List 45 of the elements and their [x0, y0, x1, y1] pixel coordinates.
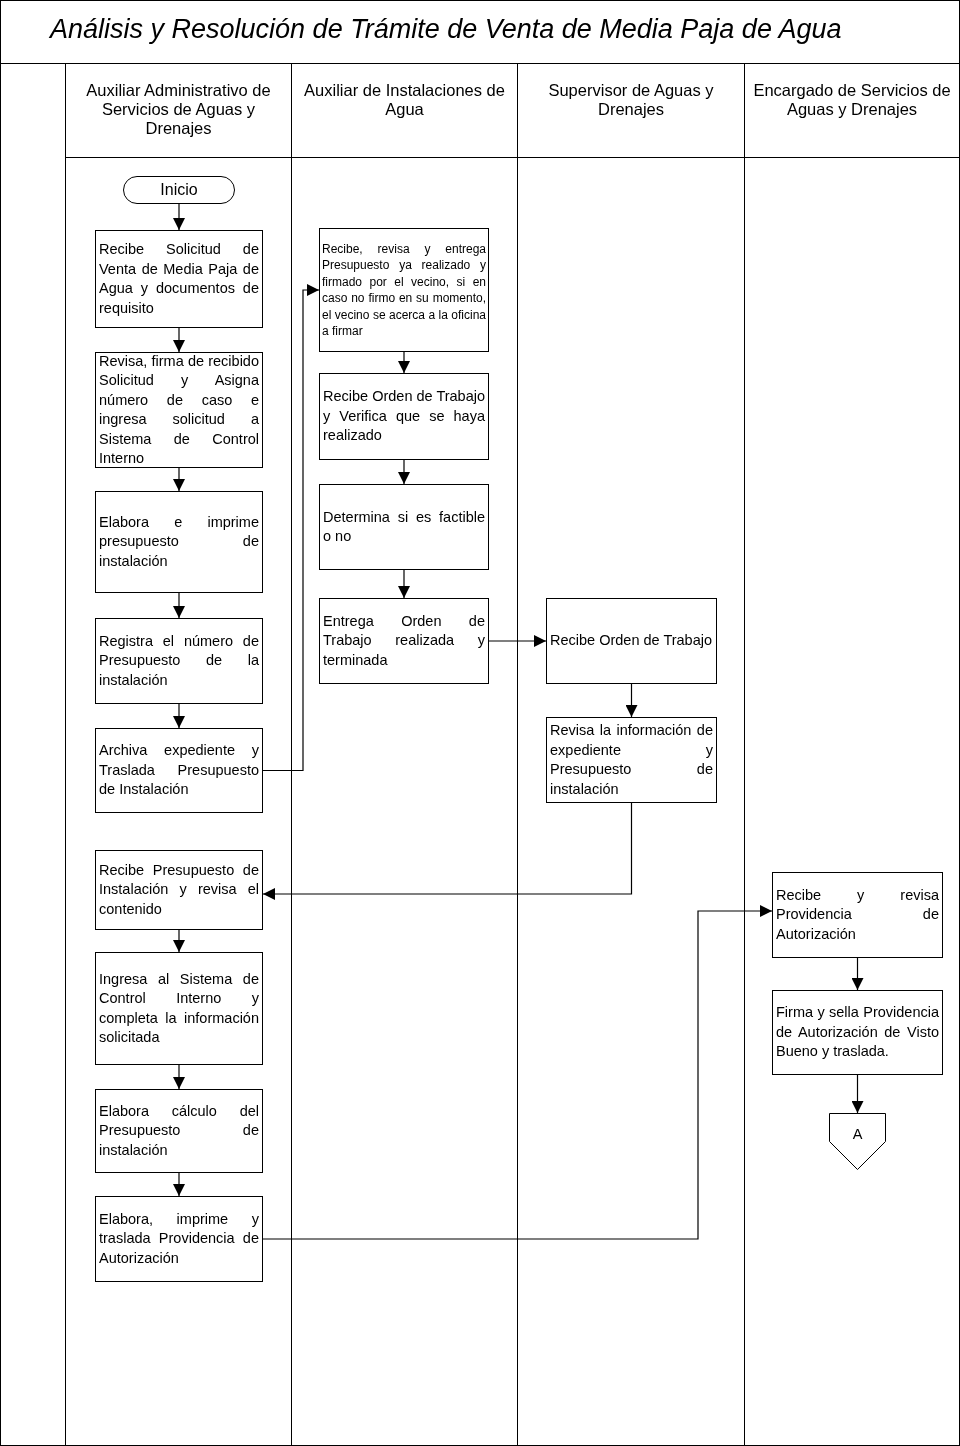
arrow: [173, 929, 185, 953]
process-box: Elabora cálculo del Presupuesto de instalación: [95, 1089, 263, 1173]
arrow: [173, 1172, 185, 1197]
arrow: [851, 1074, 864, 1114]
lane-header: Auxiliar Administrativo de Servicios de Aguas y Drenajes: [85, 80, 272, 138]
process-box: Determina si es factible o no: [319, 484, 489, 570]
arrow: [398, 569, 410, 599]
process-box: Entrega Orden de Trabajo realizada y terminada: [319, 598, 489, 684]
process-box: Revisa la información de expediente y Presupuesto de instalación: [546, 717, 717, 803]
process-box: Archiva expediente y Traslada Presupuesto de Instalación: [95, 728, 263, 813]
arrow: [851, 957, 864, 991]
terminator: Inicio: [123, 176, 235, 204]
arrow: [173, 467, 185, 492]
arrow: [173, 327, 185, 353]
process-box: Ingresa al Sistema de Control Interno y completa la información solicitada: [95, 952, 263, 1065]
off-page-connector: A: [829, 1113, 886, 1170]
process-box: Registra el número de Presupuesto de la instalación: [95, 618, 263, 704]
title: Análisis y Resolución de Trámite de Venta de Media Paja de Agua: [50, 14, 842, 45]
arrow: [398, 351, 410, 374]
arrow: [262, 284, 320, 772]
arrow: [398, 459, 410, 485]
lane-header: Auxiliar de Instalaciones de Agua: [303, 80, 506, 119]
process-box: Recibe Orden de Trabajo y Verifica que se haya realizado: [319, 373, 489, 460]
process-box: Recibe y revisa Providencia de Autorización: [772, 872, 943, 958]
process-box: Elabora, imprime y traslada Providencia de Autorización: [95, 1196, 263, 1282]
lane-header: Supervisor de Aguas y Drenajes: [547, 80, 715, 119]
arrow: [625, 683, 638, 718]
process-box: Revisa, firma de recibido Solicitud y Asigna número de caso e ingresa solicitud a Sistema de Control Interno: [95, 352, 263, 468]
swimlane: [518, 64, 745, 1446]
process-box: Recibe Solicitud de Venta de Media Paja de Agua y documentos de requisito: [95, 230, 263, 328]
arrow: [173, 703, 185, 729]
process-box: Recibe, revisa y entrega Presupuesto ya realizado y firmado por el vecino, si en caso no firmo en su momento, el vecino se acerca a la oficina a firmar: [319, 228, 489, 352]
process-box: Recibe Presupuesto de Instalación y revisa el contenido: [95, 850, 263, 930]
process-box: Recibe Orden de Trabajo: [546, 598, 717, 684]
arrow: [173, 1064, 185, 1090]
process-box: Firma y sella Providencia de Autorización de Visto Bueno y traslada.: [772, 990, 943, 1075]
swimlane: [292, 64, 518, 1446]
arrow: [262, 802, 633, 900]
swimlane: [66, 64, 292, 1446]
process-box: Elabora e imprime presupuesto de instalación: [95, 491, 263, 593]
arrow: [173, 592, 185, 619]
arrow: [262, 905, 773, 1240]
arrow: [488, 635, 547, 647]
lane-header: Encargado de Servicios de Aguas y Drenajes: [752, 80, 952, 119]
arrow: [173, 203, 185, 231]
